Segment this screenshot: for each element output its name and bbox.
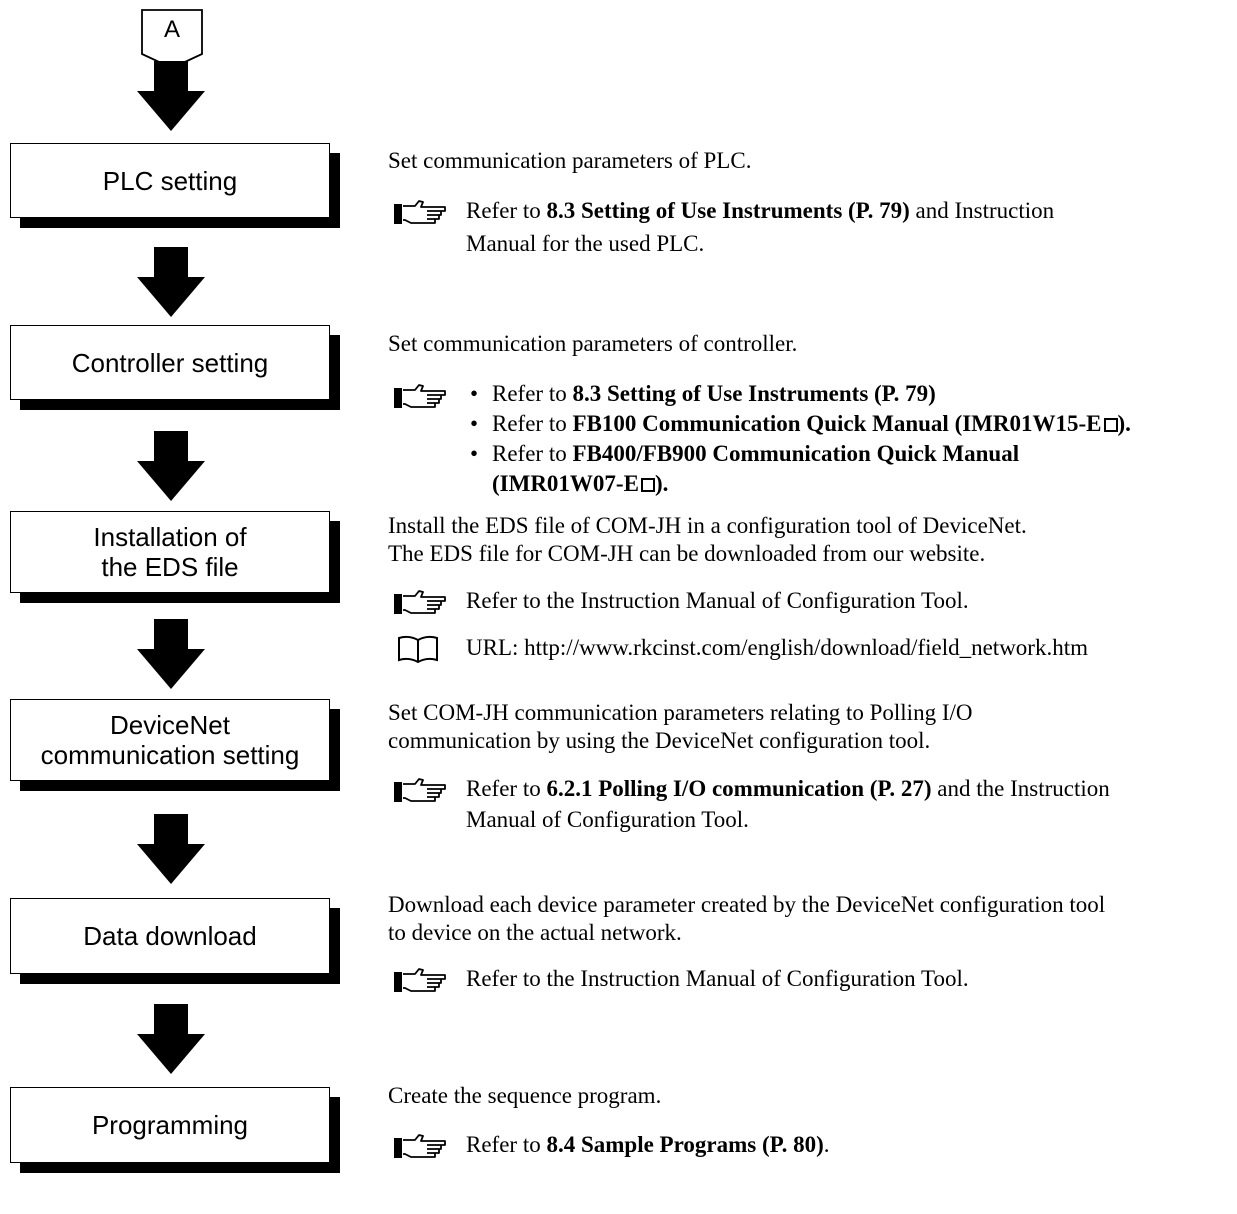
reference-line: Manual of Configuration Tool. (466, 807, 749, 832)
reference-line: •Refer to 8.3 Setting of Use Instruments… (470, 381, 936, 406)
flow-arrow (137, 61, 205, 131)
pointing-hand-icon (393, 588, 447, 618)
step-description: Set communication parameters of PLC. (388, 148, 752, 173)
pointing-hand-icon (393, 382, 447, 412)
step-description: Set COM-JH communication parameters rela… (388, 700, 973, 725)
pointing-hand-icon (393, 1132, 447, 1162)
reference-line: •Refer to FB400/FB900 Communication Quic… (470, 441, 1020, 466)
reference-line: Refer to the Instruction Manual of Confi… (466, 966, 969, 991)
step-description: The EDS file for COM-JH can be downloade… (388, 541, 986, 566)
step-description: Set communication parameters of controll… (388, 331, 798, 356)
square-symbol-icon (1103, 418, 1118, 432)
step-label: communication setting (40, 740, 300, 770)
step-label: Controller setting (71, 347, 269, 378)
reference-line: Refer to 8.4 Sample Programs (P. 80). (466, 1132, 830, 1157)
reference-line: Refer to 8.3 Setting of Use Instruments … (466, 198, 1055, 223)
reference-line: (IMR01W07-E). (492, 471, 669, 496)
step-description: communication by using the DeviceNet con… (388, 728, 931, 753)
step-description: to device on the actual network. (388, 920, 682, 945)
pointing-hand-icon (393, 198, 447, 228)
step-box-plc-setting: PLC setting (10, 143, 330, 218)
reference-line: •Refer to FB100 Communication Quick Manu… (470, 411, 1131, 436)
square-symbol-icon (640, 478, 655, 492)
step-box-devicenet-setting: DeviceNet communication setting (10, 699, 330, 781)
book-icon (397, 634, 439, 664)
url-line: URL: http://www.rkcinst.com/english/down… (466, 635, 1088, 660)
flow-arrow (137, 814, 205, 884)
step-description: Install the EDS file of COM-JH in a conf… (388, 513, 1027, 538)
flow-arrow (137, 247, 205, 317)
pointing-hand-icon (393, 966, 447, 996)
step-label: Installation of (93, 522, 247, 552)
reference-line: Refer to 6.2.1 Polling I/O communication… (466, 776, 1110, 801)
pointing-hand-icon (393, 776, 447, 806)
flow-arrow (137, 431, 205, 501)
flow-arrow (137, 1004, 205, 1074)
reference-line: Refer to the Instruction Manual of Confi… (466, 588, 969, 613)
step-box-programming: Programming (10, 1087, 330, 1163)
step-box-controller-setting: Controller setting (10, 325, 330, 400)
step-label: DeviceNet (110, 710, 230, 740)
reference-line: Manual for the used PLC. (466, 231, 705, 256)
step-label: the EDS file (101, 552, 239, 582)
step-label: Data download (83, 921, 257, 951)
step-description: Create the sequence program. (388, 1083, 662, 1108)
step-label: Programming (91, 1110, 249, 1140)
step-label: PLC setting (102, 165, 238, 196)
step-description: Download each device parameter created b… (388, 892, 1106, 917)
flow-arrow (137, 619, 205, 689)
connector-label: A (163, 16, 180, 43)
step-box-data-download: Data download (10, 898, 330, 974)
step-box-installation-eds: Installation of the EDS file (10, 511, 330, 593)
